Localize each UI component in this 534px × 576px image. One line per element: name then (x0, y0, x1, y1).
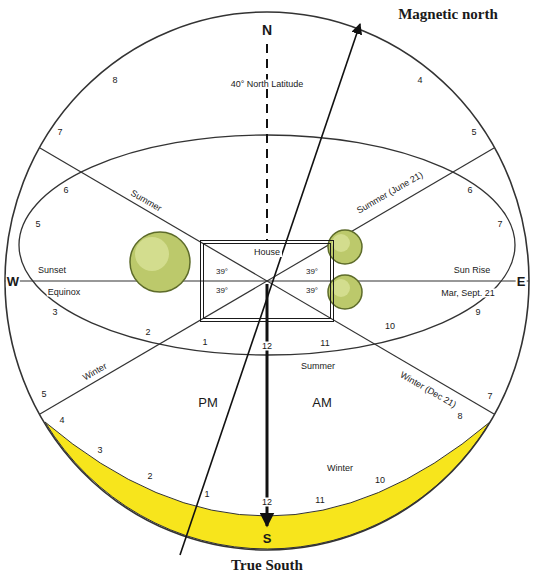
hour-number: 11 (319, 339, 330, 348)
angle-label: 39° (215, 268, 229, 276)
hour-number: 1 (203, 490, 210, 499)
hour-number: 8 (456, 412, 463, 421)
season-label: Winter (326, 464, 354, 473)
date-label: Mar, Sept. 21 (440, 289, 496, 298)
hour-number: 10 (384, 322, 396, 331)
hour-number: 5 (34, 220, 41, 229)
hour-number: 7 (496, 220, 503, 229)
compass-letter: N (261, 23, 273, 37)
hour-number: 3 (96, 446, 103, 455)
angle-label: 39° (305, 268, 319, 276)
tree (130, 232, 190, 292)
sun-event-label: Sun Rise (453, 266, 492, 275)
node-label: House (252, 248, 282, 257)
hour-number: 12 (261, 342, 273, 351)
season-label: Summer (June 21) (355, 170, 426, 216)
pointer-label: True South (230, 558, 304, 573)
hour-number: 4 (416, 76, 423, 85)
tree-highlight (332, 279, 350, 297)
hour-number: 2 (144, 328, 151, 337)
hour-number: 3 (51, 308, 58, 317)
angle-label: 39° (215, 287, 229, 295)
latitude-note: 40° North Latitude (230, 80, 305, 89)
hour-number: 4 (58, 416, 65, 425)
hour-number: 10 (374, 476, 386, 485)
hour-number: 5 (470, 128, 477, 137)
hour-number: 1 (201, 338, 208, 347)
tree-highlight (332, 234, 350, 252)
hour-number: 9 (474, 308, 481, 317)
house-box: House (200, 240, 334, 322)
sun-event-label: Sunset (37, 266, 67, 275)
time-of-day-label: PM (197, 396, 219, 409)
sky-dome (5, 12, 529, 550)
hour-number: 2 (146, 472, 153, 481)
time-of-day-label: AM (311, 396, 333, 409)
hour-number: 6 (466, 186, 473, 195)
season-label: Winter (Dec 21) (398, 370, 459, 410)
hour-number: 12 (261, 498, 273, 507)
true-north-line (266, 44, 268, 240)
tree-highlight (135, 237, 169, 271)
hour-number: 8 (111, 76, 118, 85)
hour-number: 7 (486, 392, 493, 401)
compass-letter: E (516, 275, 527, 288)
hour-number: 5 (40, 390, 47, 399)
hour-number: 7 (56, 128, 63, 137)
pointer-label: Magnetic north (397, 7, 499, 22)
season-label: Summer (300, 362, 336, 371)
angle-label: 39° (305, 287, 319, 295)
compass-letter: S (262, 532, 273, 545)
hour-number: 6 (62, 186, 69, 195)
compass-letter: W (6, 275, 20, 288)
hour-number: 11 (314, 496, 325, 505)
sun-event-label: Equinox (47, 288, 82, 297)
season-label: Winter (81, 361, 110, 383)
magnetic-north-arrow (180, 24, 360, 555)
season-label: Summer (128, 188, 164, 214)
